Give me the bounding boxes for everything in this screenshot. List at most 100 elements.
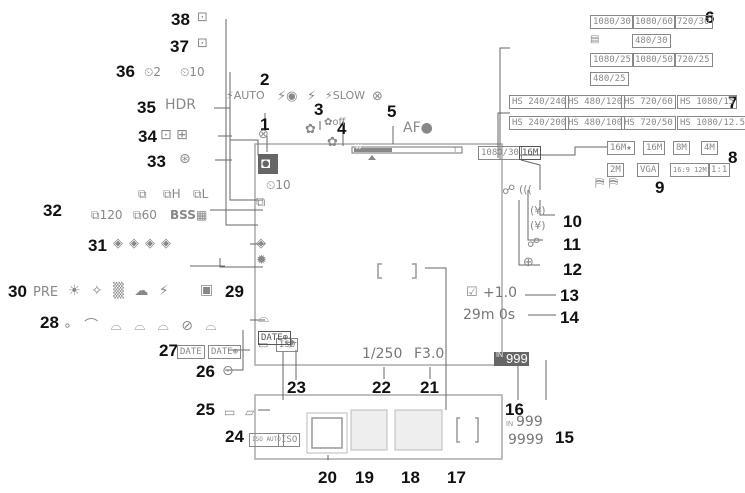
battery-full-icon: ▭ bbox=[224, 405, 236, 419]
flash-on-icon: ⚡ bbox=[307, 89, 317, 104]
callout-9: 9 bbox=[655, 178, 665, 197]
movie-recording-time: 29m 0s bbox=[463, 307, 516, 323]
callout-10: 10 bbox=[563, 212, 582, 231]
date-stamp-icon: DATE bbox=[177, 345, 205, 359]
callout-14: 14 bbox=[560, 308, 579, 327]
movie-480-30-icon: 480/30 bbox=[632, 34, 671, 48]
iso-auto-icon: ISO AUTO bbox=[249, 433, 284, 447]
exposure-comp-value: +1.0 bbox=[483, 285, 517, 301]
callout-23: 23 bbox=[287, 378, 306, 397]
continuous-l-icon: ⧉L bbox=[193, 187, 209, 201]
hs-240-icon: HS 240/240 bbox=[509, 95, 570, 109]
wb-preset-label: PRE bbox=[33, 285, 59, 300]
image-size-8m: 8M bbox=[673, 141, 690, 155]
callout-19: 19 bbox=[355, 468, 374, 487]
zoom-t-label: T bbox=[453, 147, 458, 154]
vr-movie-icon: (¥) bbox=[530, 204, 546, 217]
picture-control-monitor-icon: ◈ bbox=[256, 236, 266, 251]
hs-720-icon: HS 720/60 bbox=[621, 95, 676, 109]
wb-icons: ☀ ✧ ▒ ☁ ⚡ bbox=[68, 283, 172, 299]
movie-480-25-icon: 480/25 bbox=[590, 72, 629, 86]
macro-active-icon: ✿ bbox=[327, 135, 338, 150]
macro-icon: ✿ bbox=[305, 122, 316, 137]
iso-fixed-icon: ISO bbox=[278, 433, 301, 447]
hs-720-pal-icon: HS 720/50 bbox=[621, 116, 676, 130]
hs-1080-icon: HS 1080/15 bbox=[677, 95, 738, 109]
camera-icon: ◘ bbox=[261, 155, 271, 172]
callout-2: 2 bbox=[260, 70, 270, 89]
movie-1080-25-icon: 1080/25 bbox=[590, 53, 634, 67]
callout-3: 3 bbox=[314, 100, 324, 119]
callout-38: 38 bbox=[171, 10, 190, 29]
fixed-range-icon: ⊕ bbox=[523, 255, 534, 270]
hs-240-pal-icon: HS 240/200 bbox=[509, 116, 570, 130]
motion-detection-icon: ☍ bbox=[502, 183, 516, 198]
self-timer-10-icon: ⏲10 bbox=[180, 65, 205, 79]
image-size-2m: 2M bbox=[607, 163, 624, 177]
exposure-comp-icon: ☑ bbox=[466, 285, 478, 300]
playback-frame bbox=[254, 394, 503, 460]
focus-frame-outer bbox=[306, 412, 348, 454]
multi-shot-icon: ▦ bbox=[196, 208, 208, 222]
focus-area-brackets bbox=[377, 263, 417, 279]
date-stamp-monitor-icon: DATE⊕ bbox=[258, 331, 292, 345]
exposures-a-value: 999 bbox=[516, 414, 543, 430]
callout-33: 33 bbox=[147, 152, 166, 171]
wifi-monitor-icon: ⌓ bbox=[258, 310, 270, 326]
playback-brackets bbox=[456, 417, 479, 443]
picture-control-icons: ◈◈◈◈ bbox=[113, 236, 177, 251]
callout-17: 17 bbox=[447, 468, 466, 487]
callout-5: 5 bbox=[387, 102, 397, 121]
red-eye-icon: ⚡◉ bbox=[277, 89, 298, 104]
callout-32: 32 bbox=[43, 201, 62, 220]
callout-31: 31 bbox=[88, 236, 107, 255]
image-size-16m-star: 16M★ bbox=[607, 141, 635, 155]
iframe-icon: ▤ bbox=[590, 34, 600, 45]
current-image-size-icon: 16M bbox=[519, 146, 542, 160]
callout-13: 13 bbox=[560, 286, 579, 305]
continuous-120-icon: ⧉120 bbox=[91, 208, 123, 222]
movie-1080-30-icon: 1080/30 bbox=[590, 15, 634, 29]
callout-26: 26 bbox=[196, 362, 215, 381]
picture-control-icon: ▣ bbox=[200, 282, 214, 298]
exposures-remaining-in: IN bbox=[496, 352, 503, 359]
exposures-b-value: 9999 bbox=[508, 432, 544, 448]
pet-portrait-icon: ⊡ bbox=[197, 10, 208, 25]
callout-20: 20 bbox=[318, 468, 337, 487]
callout-18: 18 bbox=[401, 468, 420, 487]
callout-11: 11 bbox=[563, 235, 581, 254]
continuous-h-icon: ⧉H bbox=[163, 187, 181, 201]
vr-on-icon: ((( bbox=[519, 183, 532, 196]
callout-28: 28 bbox=[40, 313, 59, 332]
movie-1080-50-icon: 1080/50 bbox=[632, 53, 676, 67]
exposures-a-in: IN bbox=[506, 421, 513, 428]
motion-detection-small-icon: ☍ bbox=[527, 236, 541, 251]
zoom-pointer bbox=[368, 155, 376, 160]
image-size-4m: 4M bbox=[701, 141, 718, 155]
image-size-vga: VGA bbox=[637, 163, 660, 177]
callout-8: 8 bbox=[728, 148, 738, 167]
movie-720-25-icon: 720/25 bbox=[674, 53, 713, 67]
af-indicator: AF● bbox=[403, 120, 433, 136]
flash-off-icon: ⊗ bbox=[372, 89, 383, 104]
continuous-icon: ⧉ bbox=[138, 187, 147, 201]
exposures-remaining-value: 999 bbox=[506, 351, 528, 366]
movie-1080-60-icon: 1080/60 bbox=[632, 15, 676, 29]
self-timer-monitor-icon: ⏲10 bbox=[266, 178, 291, 192]
zoom-w-label: W bbox=[355, 144, 362, 151]
image-size-16m: 16M bbox=[643, 141, 666, 155]
blink-warning-icon: ⊛ bbox=[179, 151, 191, 167]
callout-12: 12 bbox=[563, 260, 582, 279]
hs-480-icon: HS 480/120 bbox=[565, 95, 626, 109]
zoom-bar bbox=[351, 146, 463, 154]
callout-21: 21 bbox=[420, 378, 439, 397]
callout-7: 7 bbox=[728, 93, 738, 112]
callout-1: 1 bbox=[260, 115, 270, 134]
bss-icon: BSS bbox=[170, 208, 196, 222]
date-stamp-alt-icon: DATE⊕ bbox=[208, 345, 242, 359]
shutter-speed: 1/250 bbox=[362, 346, 403, 362]
movie-720-30-icon: 720/30 bbox=[674, 15, 713, 29]
clock-icon: ⊙ bbox=[222, 363, 234, 379]
